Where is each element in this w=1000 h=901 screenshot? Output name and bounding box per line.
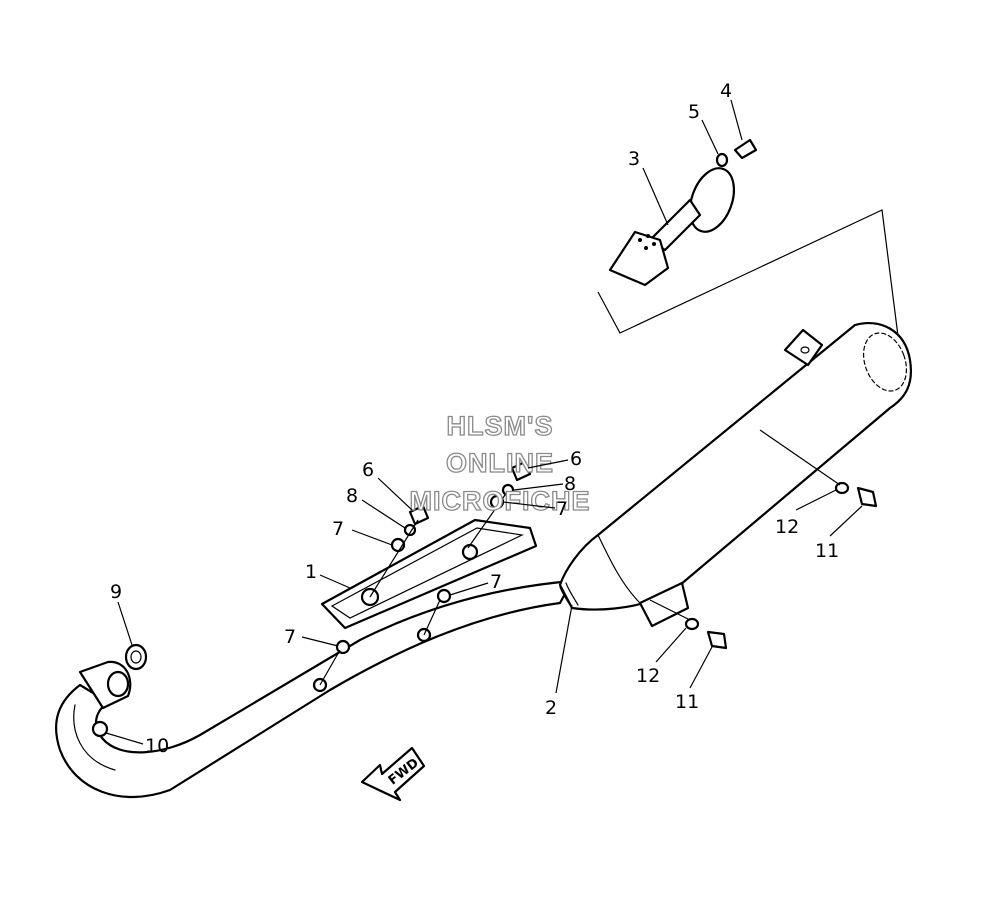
callouts: 1 2 3 4 5 6 6 7 7 7 7 8 8 9 [105, 80, 863, 757]
callout-6b: 6 [570, 448, 582, 470]
callout-7b: 7 [556, 498, 568, 520]
callout-12b: 12 [636, 665, 660, 687]
callout-4: 4 [720, 80, 732, 102]
callout-7a: 7 [332, 518, 344, 540]
callout-7c: 7 [490, 571, 502, 593]
watermark-line-3: MICROFICHE [410, 486, 591, 516]
fwd-arrow: FWD [360, 746, 426, 802]
callout-7d: 7 [284, 626, 296, 648]
callout-1: 1 [305, 561, 317, 583]
watermark: HLSM'S ONLINE MICROFICHE [409, 410, 591, 516]
silencer-insert [608, 167, 736, 287]
callout-8a: 8 [346, 485, 358, 507]
callout-11a: 11 [815, 540, 839, 562]
callout-12a: 12 [775, 516, 799, 538]
callout-11b: 11 [675, 691, 699, 713]
callout-5: 5 [688, 101, 700, 123]
projection-line-insert [597, 209, 899, 337]
callout-3: 3 [628, 148, 640, 170]
callout-6a: 6 [362, 459, 374, 481]
hardware [91, 138, 878, 738]
watermark-line-1: HLSM'S [447, 411, 554, 441]
callout-2: 2 [545, 697, 557, 719]
muffler [558, 321, 913, 628]
callout-8b: 8 [564, 473, 576, 495]
callout-9: 9 [110, 581, 122, 603]
watermark-line-2: ONLINE [446, 448, 554, 478]
callout-10: 10 [145, 735, 169, 757]
exhaust-pipe [55, 579, 574, 798]
